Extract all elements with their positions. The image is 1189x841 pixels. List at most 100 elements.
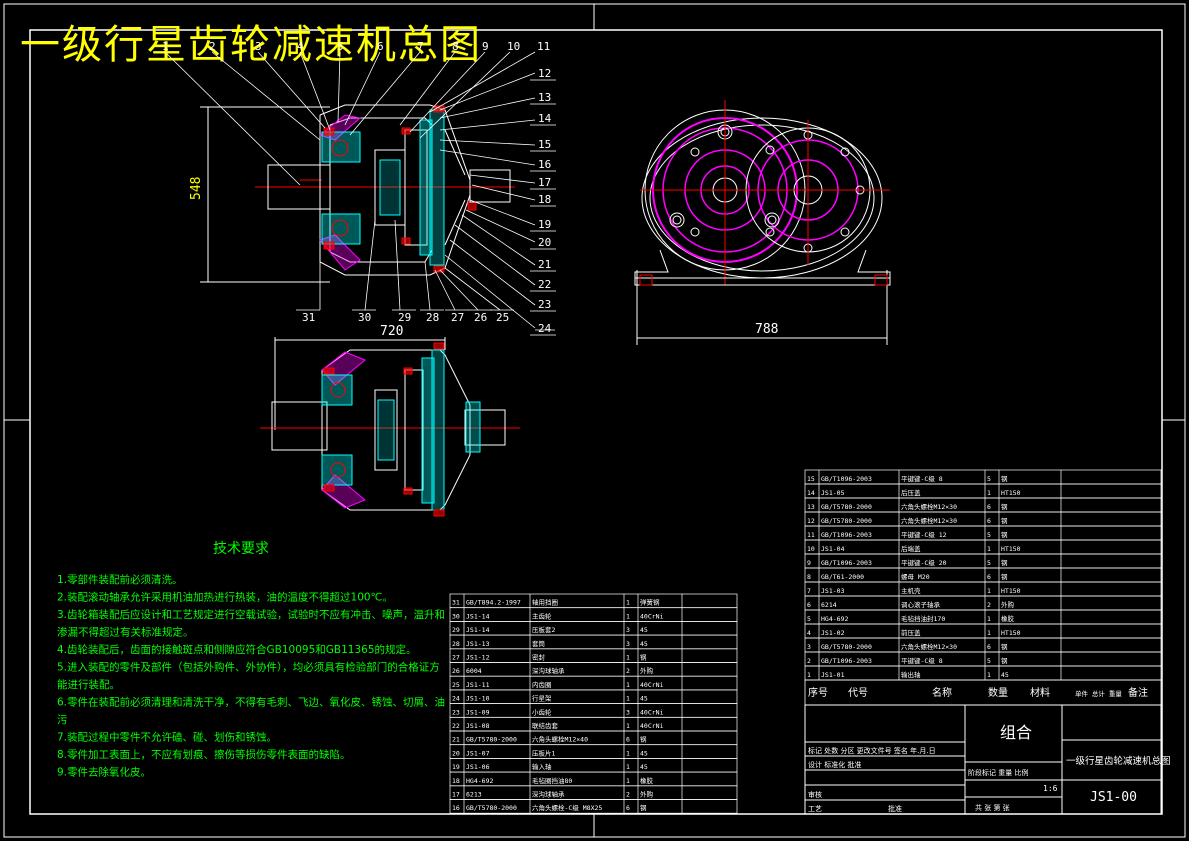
bom-cell: 26 (452, 667, 460, 675)
assembly-label: 组合 (1000, 723, 1032, 742)
bom-header-cell: 数量 (988, 686, 1008, 699)
bom-cell: 六角头螺栓M12×30 (901, 516, 957, 525)
tb-row-sheet: 共 张 第 张 (975, 803, 1010, 812)
balloon-label: 12 (538, 67, 551, 80)
bom-cell: 外购 (640, 790, 654, 799)
bom-cell: 2 (626, 667, 630, 675)
bom-cell: 11 (807, 531, 815, 539)
bom-cell: 5 (987, 475, 991, 483)
bom-cell: GB/T1096-2003 (821, 559, 872, 567)
tb-row-check: 审核 (808, 790, 822, 799)
balloon-label: 24 (538, 322, 552, 335)
bom-header-cell: 代号 (848, 687, 868, 699)
bom-cell: JS1-08 (466, 722, 490, 730)
tech-line: 2.装配滚动轴承允许采用机油加热进行热装，油的温度不得超过100℃。 (57, 591, 393, 604)
bom-cell: 45 (1001, 671, 1009, 679)
bom-cell: 轴用挡圈 (532, 598, 558, 607)
bom-cell: 5 (987, 657, 991, 665)
bom-cell: 钢 (640, 804, 647, 812)
bom-cell: HG4-692 (821, 615, 848, 623)
bom-cell: 3 (626, 708, 630, 716)
balloon-label: 1 (162, 40, 169, 53)
bom-cell: 18 (452, 777, 460, 785)
bom-row (449, 703, 738, 718)
balloon-label: 25 (496, 311, 509, 324)
bom-cell: 深沟球轴承 (532, 666, 565, 675)
bom-cell: 5 (987, 559, 991, 567)
bom-cell: JS1-14 (466, 626, 490, 634)
bom-cell: 钢 (1001, 503, 1008, 511)
tech-line: 渗漏不得超过有关标准规定。 (57, 626, 194, 639)
bom-cell: GB/T5780-2000 (821, 503, 872, 511)
drawing-title: 一级行星齿轮减速机总图 (20, 22, 482, 68)
bom-cell: 深沟球轴承 (532, 790, 565, 799)
balloon-label: 14 (538, 112, 552, 125)
bom-cell: HT150 (1001, 587, 1021, 595)
bom-cell: HG4-692 (466, 777, 493, 785)
bom-cell: GB/T5780-2000 (821, 643, 872, 651)
tech-line: 9.零件去除氧化皮。 (57, 766, 151, 779)
tb-row-approve: 批准 (888, 804, 902, 813)
bom-cell: 6213 (466, 791, 482, 799)
bom-row (804, 483, 1162, 499)
bom-cell: 6 (626, 736, 630, 744)
balloon-label: 30 (358, 311, 371, 324)
bom-row (449, 758, 738, 773)
center-marks (4, 4, 1185, 837)
tech-line: 能进行装配。 (57, 678, 120, 691)
drawing-name: 一级行星齿轮减速机总图 (1066, 755, 1171, 767)
bom-cell: 1 (626, 749, 630, 757)
bom-cell: 1 (626, 681, 630, 689)
bom-row (449, 621, 738, 636)
bom-cell: JS1-05 (821, 489, 845, 497)
balloon-label: 16 (538, 158, 551, 171)
bom-cell: 主机壳 (901, 586, 921, 595)
bom-cell: 平键键-C级 20 (901, 558, 947, 567)
bom-cell: 密封 (532, 653, 546, 662)
bom-cell: 平键键-C级 12 (901, 530, 947, 539)
bom-cell: 6 (987, 503, 991, 511)
bom-cell: 6 (987, 517, 991, 525)
bom-row (804, 595, 1162, 611)
balloon-label: 8 (452, 40, 459, 53)
balloon-label: 10 (507, 40, 520, 53)
bom-cell: 1 (626, 654, 630, 662)
drawing-number: JS1-00 (1090, 790, 1137, 805)
bom-row (449, 785, 738, 800)
bom-cell: 5 (807, 615, 811, 623)
bom-cell: 23 (452, 708, 460, 716)
outer-frame (3, 3, 1186, 838)
bom-cell: 1 (987, 629, 991, 637)
tech-line: 5.进入装配的零件及部件（包括外购件、外协件），均必须具有检验部门的合格证方 (57, 661, 440, 674)
balloon-label: 28 (426, 311, 439, 324)
bom-cell: 21 (452, 736, 460, 744)
bom-cell: 16 (452, 804, 460, 812)
balloon-label: 20 (538, 236, 551, 249)
bom-cell: 橡胶 (1001, 614, 1015, 623)
bom-cell: 钢 (1001, 559, 1008, 567)
tech-line: 污 (57, 714, 68, 726)
bom-cell: 29 (452, 626, 460, 634)
bom-cell: 6 (807, 601, 811, 609)
bom-cell: 小齿轮 (532, 707, 552, 716)
bom-cell: 六角头螺栓M12×40 (532, 735, 588, 744)
tech-line: 8.零件加工表面上，不应有划痕、擦伤等损伤零件表面的缺陷。 (57, 748, 351, 761)
bom-cell: 压板片1 (532, 748, 556, 757)
balloon-label: 22 (538, 278, 551, 291)
bom-row (449, 675, 738, 691)
bom-cell: 7 (807, 587, 811, 595)
bom-cell: 1 (987, 489, 991, 497)
bom-cell: 毛毡挡油封170 (901, 614, 945, 623)
tech-line: 7.装配过程中零件不允许磕、碰、划伤和锈蚀。 (57, 731, 277, 744)
bom-cell: 6 (987, 573, 991, 581)
balloon-label: 15 (538, 138, 551, 151)
bom-cell: 12 (807, 517, 815, 525)
bom-cell: 15 (807, 475, 815, 483)
bom-cell: 2 (626, 791, 630, 799)
balloon-label: 29 (398, 311, 411, 324)
bom-header-cell: 备注 (1128, 686, 1148, 699)
bom-cell: HT150 (1001, 545, 1021, 553)
bom-cell: GB/T61-2000 (821, 573, 864, 581)
